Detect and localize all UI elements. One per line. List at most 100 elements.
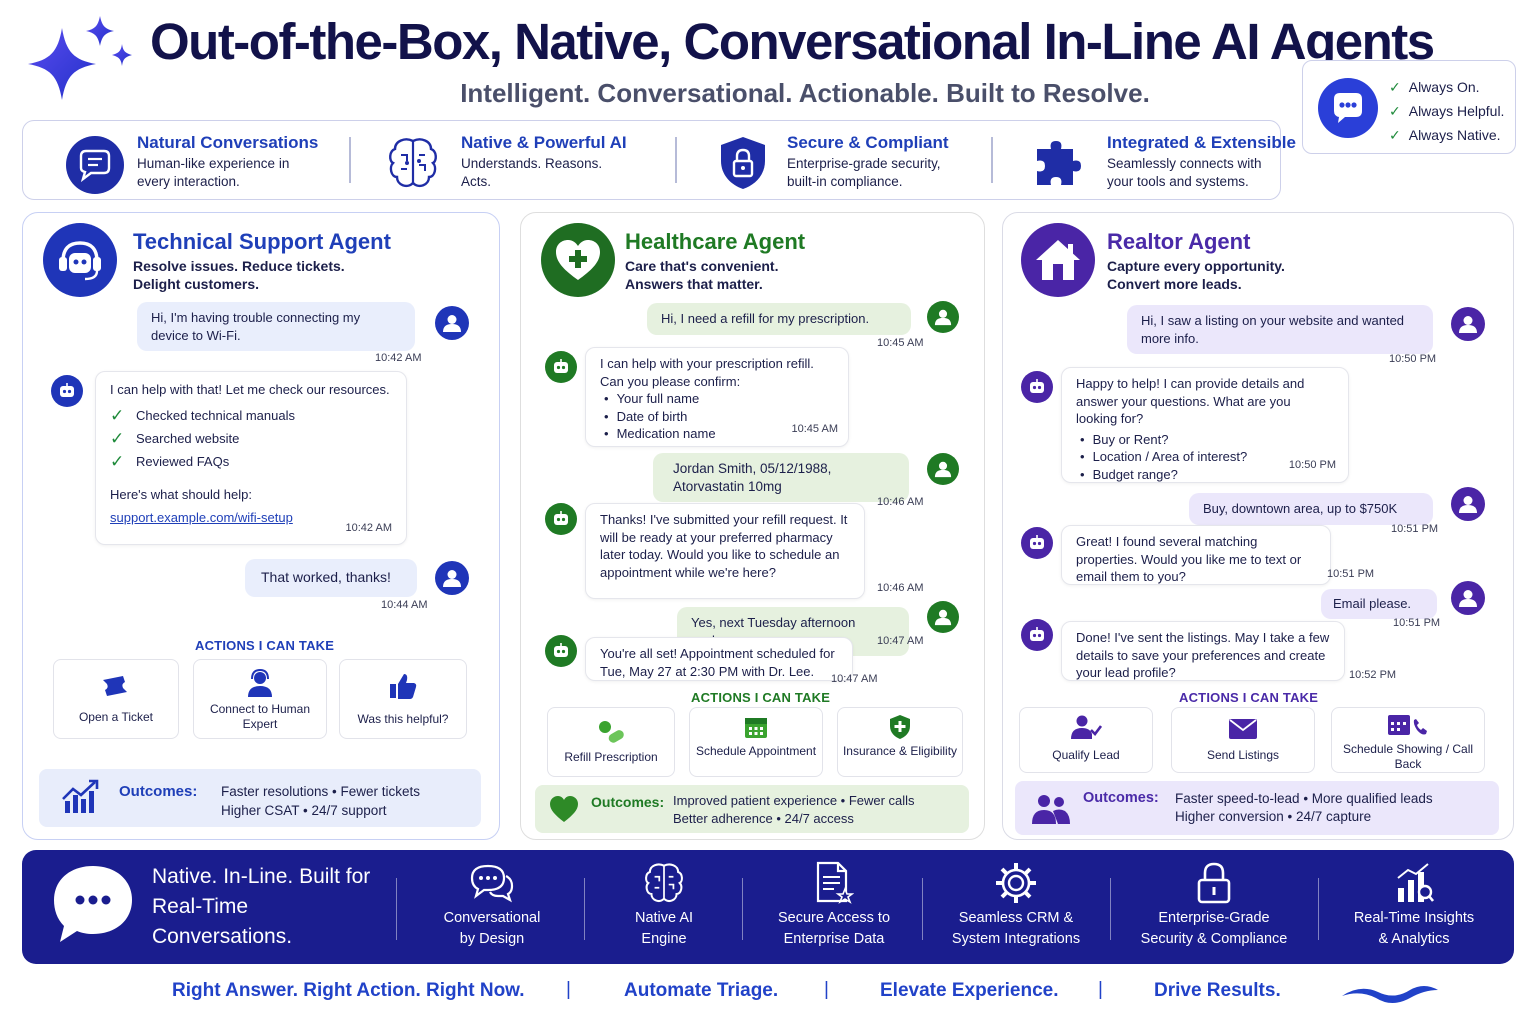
bot-message: I can help with your prescription refill… xyxy=(585,347,849,447)
always-item: ✓Always Native. xyxy=(1389,127,1501,143)
timestamp: 10:51 PM xyxy=(1391,523,1439,535)
user-message: Buy, downtown area, up to $750K xyxy=(1189,493,1433,525)
user-avatar-icon xyxy=(1451,581,1485,615)
user-avatar-icon xyxy=(1451,487,1485,521)
bottom-item-label: Secure Access to Enterprise Data xyxy=(777,910,891,947)
chat-area: Hi, I'm having trouble connecting my dev… xyxy=(39,299,483,753)
chat-bubble-icon xyxy=(1318,78,1378,138)
bot-avatar-icon xyxy=(545,635,577,667)
timestamp: 10:42 AM xyxy=(345,521,392,534)
timestamp: 10:47 AM xyxy=(831,673,878,685)
check-icon: ✓ xyxy=(110,406,125,426)
support-link[interactable]: support.example.com/wifi-setup xyxy=(110,510,293,525)
growth-chart-icon xyxy=(62,779,99,813)
brain-icon xyxy=(389,138,437,188)
was-this-helpful-button[interactable]: Was this helpful? xyxy=(339,659,467,739)
feature-natural-conversations: Natural Conversations Human-like experie… xyxy=(65,129,345,194)
timestamp: 10:52 PM xyxy=(1349,669,1397,681)
insurance-eligibility-button[interactable]: Insurance & Eligibility xyxy=(837,707,963,777)
feature-desc: Understands. Reasons. Acts. xyxy=(461,156,603,189)
check-icon: ✓ xyxy=(1389,103,1401,119)
panel-title: Realtor Agent xyxy=(1107,229,1251,254)
technical-support-panel: Technical Support Agent Resolve issues. … xyxy=(22,212,500,840)
actions-label: ACTIONS I CAN TAKE xyxy=(1179,690,1319,705)
bot-message: Thanks! I've submitted your refill reque… xyxy=(585,503,865,599)
action-label: Refill Prescription xyxy=(564,750,658,764)
pill-icon xyxy=(548,718,674,748)
bottom-item-insights-analytics: Real-Time Insights & Analytics xyxy=(1344,858,1484,950)
action-label: Connect to Human Expert xyxy=(209,702,311,731)
bot-message: You're all set! Appointment scheduled fo… xyxy=(585,637,853,681)
outcomes-text: Improved patient experience • Fewer call… xyxy=(673,793,915,808)
outcomes-box: Outcomes: Improved patient experience • … xyxy=(535,785,969,833)
bottom-item-crm-integrations: Seamless CRM & System Integrations xyxy=(946,858,1086,950)
user-avatar-icon xyxy=(927,453,959,485)
shield-plus-icon xyxy=(838,714,962,740)
healthcare-panel: Healthcare Agent Care that's convenient.… xyxy=(520,212,985,840)
bottom-item-ai-engine: Native AI Engine xyxy=(608,858,720,950)
panel-subtitle: Capture every opportunity. Convert more … xyxy=(1107,258,1285,292)
bot-message: Done! I've sent the listings. May I take… xyxy=(1061,621,1345,681)
shield-lock-icon xyxy=(721,137,765,189)
tagline-separator: | xyxy=(824,979,829,1000)
timestamp: 10:45 AM xyxy=(877,337,924,349)
bottom-item-secure-access: Secure Access to Enterprise Data xyxy=(764,858,904,950)
timestamp: 10:50 PM xyxy=(1288,458,1336,471)
bot-avatar-icon xyxy=(545,351,577,383)
bottom-banner: Native. In-Line. Built for Real-Time Con… xyxy=(22,850,1514,964)
tagline-right-answer: Right Answer. Right Action. Right Now. xyxy=(172,980,525,1001)
heart-plus-icon xyxy=(541,223,615,297)
chat-bubble-icon xyxy=(54,866,132,942)
feature-desc: Enterprise-grade security, built-in comp… xyxy=(787,156,941,189)
check-item: ✓Searched website xyxy=(110,429,240,449)
feature-title: Natural Conversations xyxy=(137,133,319,152)
message-text: Here's what should help: xyxy=(110,486,252,502)
feature-secure-compliant: Secure & Compliant Enterprise-grade secu… xyxy=(717,129,997,193)
document-star-icon xyxy=(764,858,904,908)
user-message: Jordan Smith, 05/12/1988, Atorvastatin 1… xyxy=(653,453,909,502)
check-icon: ✓ xyxy=(110,452,125,472)
list-item: Buy or Rent? xyxy=(1076,431,1334,449)
realtor-panel: Realtor Agent Capture every opportunity.… xyxy=(1002,212,1514,840)
outcomes-text: Higher CSAT • 24/7 support xyxy=(221,803,387,818)
bottom-item-label: Real-Time Insights & Analytics xyxy=(1353,910,1475,947)
feature-title: Integrated & Extensible xyxy=(1107,133,1296,152)
user-message: Hi, I need a refill for my prescription. xyxy=(647,303,911,335)
bot-avatar-icon xyxy=(1021,619,1053,651)
envelope-icon xyxy=(1172,718,1314,740)
actions-label: ACTIONS I CAN TAKE xyxy=(195,638,335,653)
panel-subtitle: Care that's convenient. Answers that mat… xyxy=(625,258,779,292)
timestamp: 10:46 AM xyxy=(877,582,924,594)
bot-avatar-icon xyxy=(51,375,83,407)
connect-human-expert-button[interactable]: Connect to Human Expert xyxy=(193,659,327,739)
schedule-showing-button[interactable]: Schedule Showing / Call Back xyxy=(1331,707,1485,773)
gear-icon xyxy=(946,858,1086,908)
user-check-icon xyxy=(1020,714,1152,740)
person-headset-icon xyxy=(194,668,326,698)
open-ticket-button[interactable]: Open a Ticket xyxy=(53,659,179,739)
action-label: Qualify Lead xyxy=(1052,748,1120,762)
action-label: Insurance & Eligibility xyxy=(842,744,958,758)
refill-prescription-button[interactable]: Refill Prescription xyxy=(547,707,675,777)
page-title: Out-of-the-Box, Native, Conversational I… xyxy=(150,13,1435,70)
feature-integrated-extensible: Integrated & Extensible Seamlessly conne… xyxy=(1031,129,1296,193)
qualify-lead-button[interactable]: Qualify Lead xyxy=(1019,707,1153,773)
outcomes-box: Outcomes: Faster speed-to-lead • More qu… xyxy=(1015,781,1499,835)
bot-avatar-icon xyxy=(1021,527,1053,559)
action-label: Schedule Showing / Call Back xyxy=(1342,742,1474,771)
bottom-title: Native. In-Line. Built for Real-Time Con… xyxy=(152,865,371,948)
ticket-icon xyxy=(54,674,178,698)
panel-subtitle: Resolve issues. Reduce tickets. Delight … xyxy=(133,258,345,292)
page-subtitle: Intelligent. Conversational. Actionable.… xyxy=(460,78,1150,108)
house-icon xyxy=(1021,223,1095,297)
tagline-automate-triage: Automate Triage. xyxy=(624,980,779,1001)
user-avatar-icon xyxy=(927,301,959,333)
check-item: ✓Reviewed FAQs xyxy=(110,452,230,472)
always-item: ✓Always On. xyxy=(1389,79,1480,95)
send-listings-button[interactable]: Send Listings xyxy=(1171,707,1315,773)
schedule-appointment-button[interactable]: Schedule Appointment xyxy=(689,707,823,777)
bottom-item-label: Conversational by Design xyxy=(443,910,541,947)
lock-icon xyxy=(1132,858,1296,908)
user-avatar-icon xyxy=(435,561,469,595)
thumbs-up-icon xyxy=(340,672,466,700)
